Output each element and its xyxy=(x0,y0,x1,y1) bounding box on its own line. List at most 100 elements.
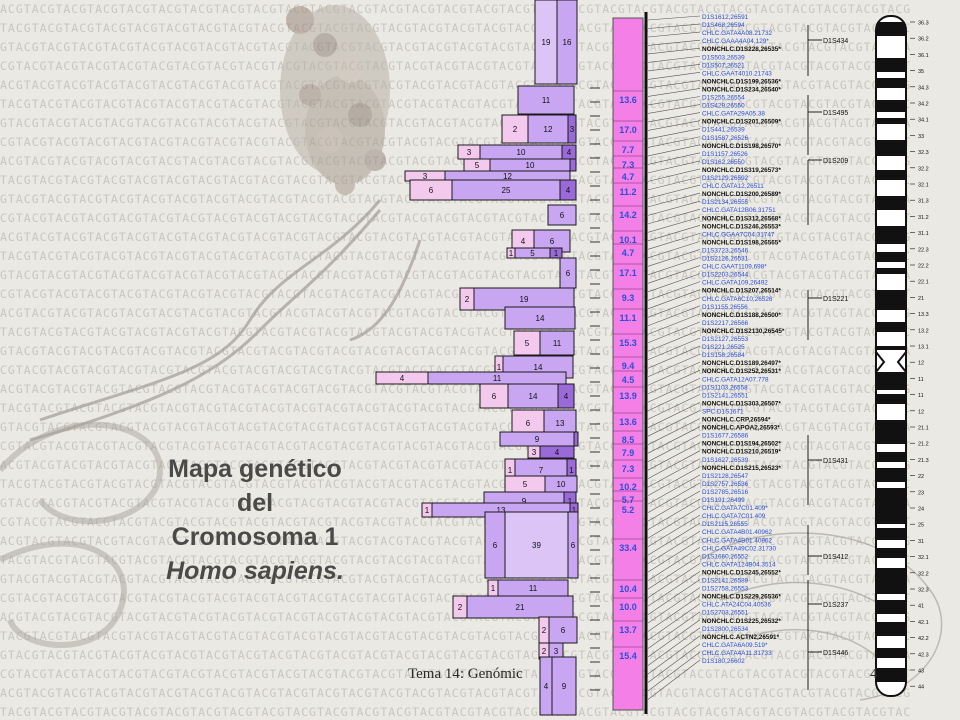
marker-label: D1S2703,26551 xyxy=(702,610,749,617)
band-label: 23 xyxy=(918,490,924,496)
band-label: 43 xyxy=(918,669,924,675)
band-label: 34.3 xyxy=(918,85,929,91)
bar-label: 2 xyxy=(458,603,463,612)
connector-line xyxy=(647,474,701,505)
bar-label: 2 xyxy=(542,626,547,635)
marker-label: NONCHLC.D1S207,26514* xyxy=(702,288,781,295)
bar-label: 12 xyxy=(503,172,512,181)
bar-segment xyxy=(466,595,574,619)
bar-label: 1 xyxy=(497,363,502,372)
centromere xyxy=(875,351,907,373)
band-label: 13.3 xyxy=(918,312,929,318)
bar-label: 2 xyxy=(465,295,470,304)
bar-segment xyxy=(548,616,578,644)
dna-strand-image xyxy=(29,199,422,442)
bar-label: 5 xyxy=(525,339,530,348)
band-label: 25 xyxy=(918,523,924,529)
bar-label: 6 xyxy=(561,626,566,635)
marker-label: D1S468,26594 xyxy=(702,22,745,29)
band-label: 42.1 xyxy=(918,620,929,626)
marker-label: NONCHLC.CRP,26594* xyxy=(702,417,771,424)
bar-label: 3 xyxy=(554,647,559,656)
marker-group: D1S495 xyxy=(807,95,848,155)
marker-label: D1S2127,26553 xyxy=(702,336,749,343)
bar-label: 3 xyxy=(570,125,575,134)
band-label: 22.1 xyxy=(918,280,929,286)
chromosome-band xyxy=(877,548,905,558)
bar-segment xyxy=(504,511,569,579)
band-label: 21.3 xyxy=(918,458,929,464)
bar-label: 14 xyxy=(536,314,545,323)
bar-label: 11 xyxy=(529,584,538,593)
marker-group: D1S434 xyxy=(807,25,848,76)
chromosome-band xyxy=(877,648,905,658)
connector-line xyxy=(647,611,701,649)
connector-line xyxy=(647,136,701,148)
chromosome-band xyxy=(877,568,905,594)
bar-label: 3 xyxy=(532,448,537,457)
band-label: 36.1 xyxy=(918,53,929,59)
bar-label: 19 xyxy=(542,38,551,47)
band-label: 42.2 xyxy=(918,636,929,642)
marker-label: NONCHLC.APOA2,26593* xyxy=(702,425,780,432)
band-label: 13.1 xyxy=(918,345,929,351)
band-label: 34.2 xyxy=(918,102,929,108)
connector-line xyxy=(647,458,701,488)
distance-label: 15.4 xyxy=(619,651,637,661)
marker-label: SPC.D1S1671 xyxy=(702,408,744,415)
marker-label: CHLC.GATA109,26492 xyxy=(702,280,768,287)
connector-line xyxy=(647,337,701,361)
connector-line xyxy=(647,176,701,191)
marker-label: D1S2115,26555 xyxy=(702,521,748,528)
distance-label: 9.3 xyxy=(622,293,635,303)
distance-label: 9.4 xyxy=(622,361,635,371)
distance-label: 14.2 xyxy=(619,210,637,220)
connector-line xyxy=(647,377,701,403)
marker-label: NONCHLC.D1S252,26531* xyxy=(702,368,781,375)
marker-label: NONCHLC.D1S199,26536* xyxy=(702,78,781,85)
marker-label: D1S2126,26531 xyxy=(702,256,749,263)
marker-group: D1S209 xyxy=(807,158,848,225)
bar-label: 5 xyxy=(475,161,480,170)
connector-line xyxy=(647,184,701,199)
connector-line xyxy=(647,31,701,38)
marker-label: NONCHLC.D1S200,26589* xyxy=(702,191,781,198)
marker-label: D1S1612,26591 xyxy=(702,14,749,21)
connector-line xyxy=(647,530,701,564)
distance-label: 11.2 xyxy=(619,187,636,197)
chromosome-band xyxy=(877,668,905,682)
bar-row: 14 xyxy=(504,306,576,330)
band-label: 21.1 xyxy=(918,426,929,432)
bar-label: 3 xyxy=(467,148,472,157)
bar-label: 7 xyxy=(539,466,544,475)
band-label: 35 xyxy=(918,69,924,75)
bar-label: 9 xyxy=(535,435,540,444)
distance-label: 7.9 xyxy=(622,448,635,458)
bar-segment xyxy=(557,383,575,409)
bar-row: 2 21 xyxy=(452,595,574,619)
connector-line xyxy=(647,329,701,352)
marker-label: D1S2785,26516 xyxy=(702,489,749,496)
connector-line xyxy=(647,265,701,284)
connector-line xyxy=(647,273,701,293)
bar-segment xyxy=(547,204,577,226)
connector-line xyxy=(647,659,701,700)
chromosome-ideogram: 36.336.236.13534.334.234.13332.332.232.1… xyxy=(875,15,929,697)
chromosome-band xyxy=(877,394,905,404)
bar-segment xyxy=(479,383,509,409)
marker-label: D1S2203,26544 xyxy=(702,272,749,279)
connector-line xyxy=(647,233,701,250)
bar-label: 3 xyxy=(423,172,428,181)
band-label: 13.2 xyxy=(918,328,929,334)
bar-label: 6 xyxy=(526,419,531,428)
marker-label: D1S1660,26552 xyxy=(702,553,749,560)
marker-label: D1S191,26499 xyxy=(702,497,745,504)
bar-label: 21 xyxy=(516,603,525,612)
marker-label: CHLC.GATA4A08.21732 xyxy=(702,30,773,37)
marker-label: D1S2129,26592 xyxy=(702,175,749,182)
connector-line xyxy=(647,386,701,411)
